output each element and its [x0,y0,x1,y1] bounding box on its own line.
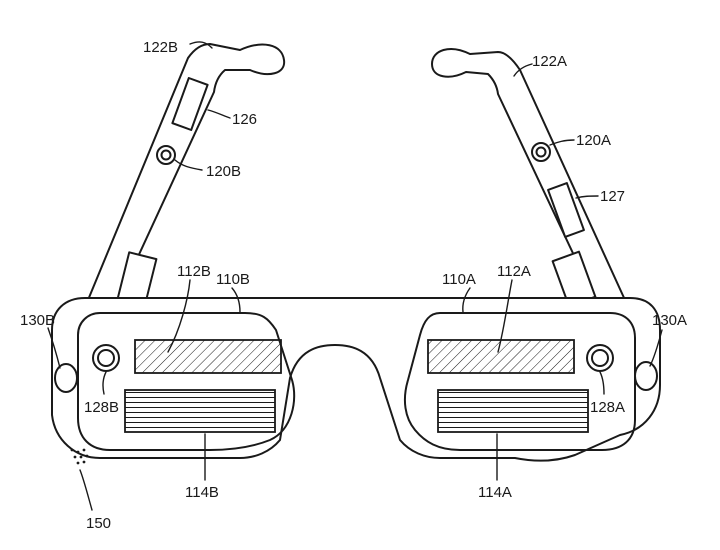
label-110A: 110A [442,271,476,288]
label-130B: 130B [20,312,55,329]
label-130A: 130A [652,312,687,329]
label-112A: 112A [497,263,531,280]
camera-right-inner [537,148,546,157]
label-114A: 114A [478,484,512,501]
eye-camera-right-inner [592,350,608,366]
label-128B: 128B [84,399,119,416]
label-122A: 122A [532,53,567,70]
label-120A: 120A [576,132,611,149]
side-element-left [55,364,77,392]
display-left [135,340,281,373]
strip-right [438,390,588,432]
label-112B: 112B [177,263,211,280]
glasses-frame [52,298,660,461]
camera-left-inner [162,151,171,160]
label-127: 127 [600,188,625,205]
label-120B: 120B [206,163,241,180]
side-element-right [635,362,657,390]
label-126: 126 [232,111,257,128]
display-right [428,340,574,373]
label-110B: 110B [216,271,250,288]
label-122B: 122B [143,39,178,56]
strip-left [125,390,275,432]
label-114B: 114B [185,484,219,501]
eye-camera-left-inner [98,350,114,366]
label-128A: 128A [590,399,625,416]
label-150: 150 [86,515,111,532]
